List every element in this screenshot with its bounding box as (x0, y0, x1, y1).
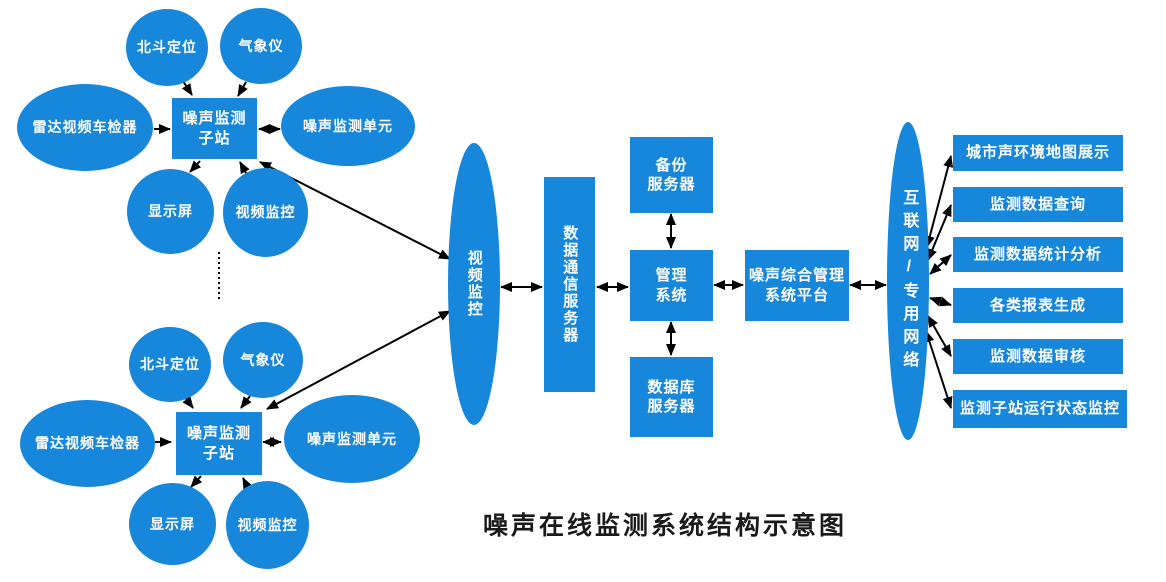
node-label: 监测子站运行状态监控 (959, 400, 1120, 418)
diagram-title: 噪声在线监测系统结构示意图 (482, 512, 847, 540)
node-weather-top: 气象仪 (220, 8, 302, 84)
node-video-surveillance-bottom: 视频监控 (226, 481, 309, 569)
node-database-server: 数据库 服务器 (630, 357, 713, 437)
node-label: 显示屏 (150, 515, 195, 532)
node-monitoring-data-query: 监测数据查询 (953, 187, 1123, 222)
node-monitoring-substation-bottom: 噪声监测 子站 (176, 412, 262, 475)
node-display-screen-bottom: 显示屏 (129, 483, 216, 565)
node-label: 数据通信服务器 (561, 225, 579, 344)
node-internet-network: 互联网/专用网络 (887, 122, 929, 440)
node-video-surveillance-top: 视频监控 (223, 168, 308, 257)
node-label-line1: 噪声监测 (186, 425, 251, 442)
node-label: 北斗定位 (137, 39, 197, 56)
node-label: 监测数据查询 (989, 195, 1086, 213)
node-label-line1: 噪声监测 (182, 110, 247, 127)
node-backup-server: 备份 服务器 (630, 137, 713, 213)
node-monitoring-data-statistics: 监测数据统计分析 (953, 237, 1123, 272)
node-label-line1: 噪声综合管理 (748, 267, 845, 284)
node-beidou-top: 北斗定位 (126, 9, 208, 86)
node-label-line2: 子站 (202, 444, 235, 462)
node-label-line1: 备份 (655, 156, 688, 174)
node-label: 视频监控 (235, 204, 296, 221)
node-display-screen-top: 显示屏 (127, 169, 214, 254)
node-label: 气象仪 (240, 351, 286, 368)
node-label: 互联网/专用网络 (900, 188, 918, 374)
node-label: 城市声环境地图展示 (965, 144, 1110, 162)
node-data-comm-server: 数据通信服务器 (544, 177, 595, 392)
node-label: 噪声监测单元 (303, 117, 393, 134)
node-label: 监测数据审核 (989, 347, 1086, 365)
node-beidou-bottom: 北斗定位 (129, 327, 211, 402)
node-video-monitor-hub: 视频监控 (448, 143, 500, 425)
node-label: 各类报表生成 (989, 296, 1086, 314)
node-city-sound-map-display: 城市声环境地图展示 (953, 135, 1123, 171)
node-label: 北斗定位 (140, 356, 200, 373)
node-radar-detector-bottom: 雷达视频车检器 (20, 400, 155, 487)
node-noise-unit-bottom: 噪声监测单元 (284, 395, 420, 483)
cluster-bottom-arrows (155, 310, 451, 493)
node-label: 雷达视频车检器 (35, 435, 140, 452)
node-label-line1: 数据库 (647, 378, 696, 396)
node-label: 气象仪 (238, 37, 284, 54)
node-monitoring-data-audit: 监测数据审核 (953, 339, 1123, 374)
node-management-system: 管理 系统 (630, 250, 713, 321)
node-monitoring-substation-top: 噪声监测 子站 (172, 98, 257, 159)
node-label-line2: 子站 (198, 129, 231, 147)
node-radar-detector-top: 雷达视频车检器 (17, 84, 153, 171)
node-label: 视频监控 (237, 516, 298, 533)
node-label: 噪声监测单元 (307, 430, 397, 447)
node-label: 监测数据统计分析 (973, 245, 1102, 263)
node-label: 视频监控 (465, 250, 483, 318)
node-noise-unit-top: 噪声监测单元 (281, 86, 415, 166)
node-label-line2: 服务器 (647, 398, 696, 415)
node-noise-management-platform: 噪声综合管理 系统平台 (745, 250, 849, 321)
server-chain-arrows (500, 213, 887, 356)
node-label-line1: 管理 (655, 267, 688, 284)
node-label: 显示屏 (148, 203, 193, 220)
node-weather-bottom: 气象仪 (223, 322, 303, 398)
node-label-line2: 系统平台 (764, 286, 829, 304)
network-fan-arrows (924, 155, 954, 409)
node-substation-status-monitoring: 监测子站运行状态监控 (953, 390, 1127, 428)
node-label-line2: 服务器 (647, 176, 696, 193)
node-label: 雷达视频车检器 (32, 119, 138, 136)
node-report-generation: 各类报表生成 (953, 288, 1123, 323)
node-label-line2: 系统 (655, 286, 688, 304)
